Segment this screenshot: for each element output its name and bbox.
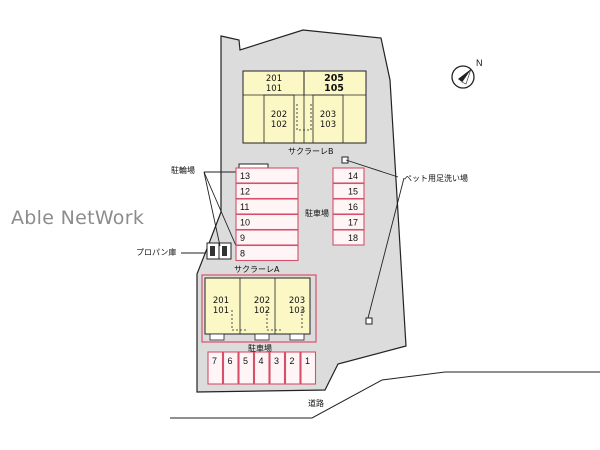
building-b xyxy=(242,70,367,144)
parking-space-1-number: 1 xyxy=(305,356,310,366)
parking-space-9-number: 9 xyxy=(240,233,245,243)
parking-space-18-number: 18 xyxy=(348,233,358,243)
parking-space-7 xyxy=(207,351,224,385)
unit-label-b-202-102: 202 102 xyxy=(270,110,288,130)
parking-space-5 xyxy=(238,351,255,385)
unit-label-b-203-103: 203 103 xyxy=(319,110,337,130)
parking-space-4-number: 4 xyxy=(259,356,264,366)
parking-mid-label: 駐車場 xyxy=(305,209,329,218)
parking-space-6 xyxy=(222,351,239,385)
parking-space-9 xyxy=(235,229,299,246)
parking-space-17-number: 17 xyxy=(348,218,358,228)
north-arrow-icon: N xyxy=(451,58,483,89)
parking-space-14-number: 14 xyxy=(348,171,358,181)
parking-space-10-number: 10 xyxy=(240,218,250,228)
road-label: 道路 xyxy=(308,399,324,408)
parking-space-2 xyxy=(284,351,301,385)
parking-space-4 xyxy=(253,351,270,385)
unit-label-a-201-101: 201 101 xyxy=(212,296,230,316)
parking-space-2-number: 2 xyxy=(290,356,295,366)
parking-bottom-label: 駐車場 xyxy=(248,344,272,353)
unit-label-a-202-102: 202 102 xyxy=(253,296,271,316)
propane-storage xyxy=(206,242,232,260)
propane-label: プロパン庫 xyxy=(136,248,177,257)
unit-label-b-205-105: 205 105 xyxy=(324,73,344,94)
parking-space-15-number: 15 xyxy=(348,187,358,197)
pet-wash-label: ペット用足洗い場 xyxy=(404,174,468,183)
road-edge xyxy=(170,371,600,419)
north-label: N xyxy=(476,58,483,68)
parking-space-13-number: 13 xyxy=(240,171,250,181)
parking-space-11-number: 11 xyxy=(240,202,249,212)
parking-space-3-number: 3 xyxy=(274,356,279,366)
parking-space-7-number: 7 xyxy=(212,356,217,366)
parking-space-1 xyxy=(300,351,317,385)
parking-space-8-number: 8 xyxy=(240,249,245,259)
parking-space-16-number: 16 xyxy=(348,202,358,212)
watermark: Able NetWork xyxy=(11,207,145,229)
parking-space-12-number: 12 xyxy=(240,187,250,197)
parking-space-5-number: 5 xyxy=(243,356,248,366)
parking-space-18 xyxy=(332,229,365,246)
building-a-name: サクラーレA xyxy=(234,265,280,274)
building-a xyxy=(201,274,317,343)
pet-wash-marker xyxy=(341,156,349,164)
leader-lines xyxy=(181,159,405,319)
parking-space-8 xyxy=(235,244,299,262)
unit-label-b-201-101: 201 101 xyxy=(265,74,283,94)
parking-space-6-number: 6 xyxy=(228,356,233,366)
unit-label-a-203-103: 203 103 xyxy=(288,296,306,316)
pet-wash-marker-2 xyxy=(365,317,373,325)
parking-space-3 xyxy=(269,351,286,385)
bicycle-parking-label: 駐輪場 xyxy=(171,166,195,175)
building-b-name: サクラーレB xyxy=(288,147,334,156)
